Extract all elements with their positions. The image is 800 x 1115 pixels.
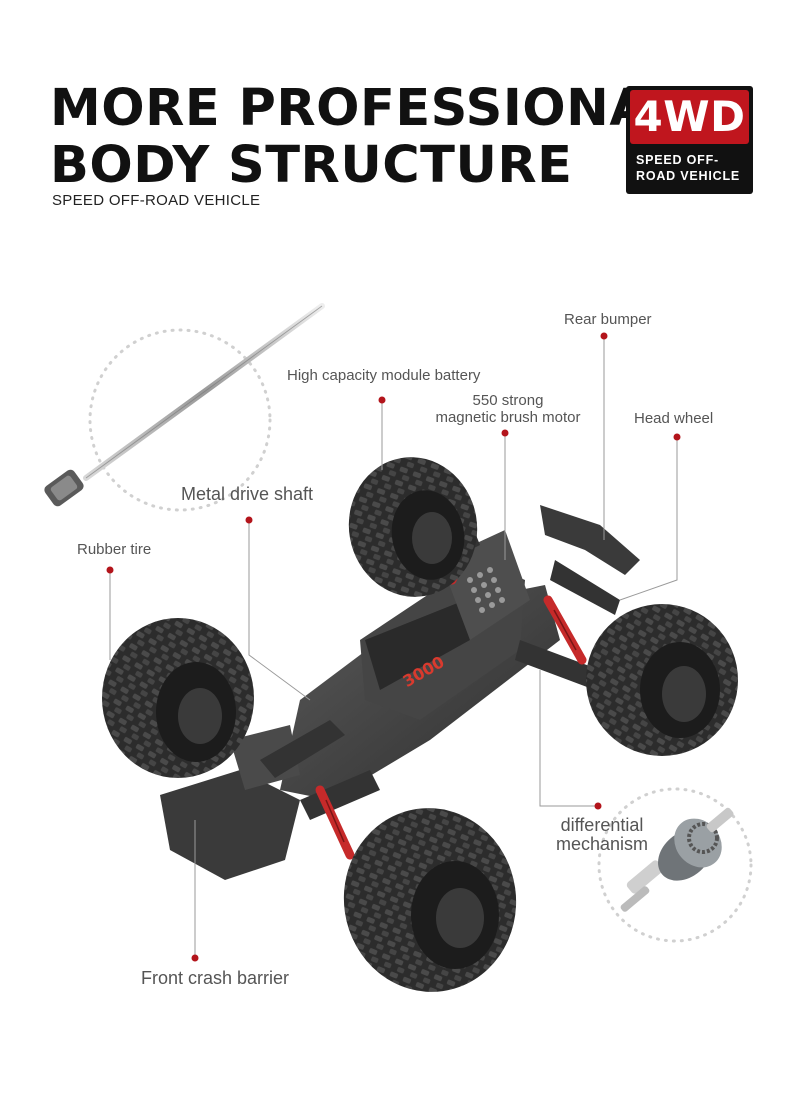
callout-head-wheel: Head wheel xyxy=(634,410,714,427)
callout-drive-shaft: Metal drive shaft xyxy=(181,484,314,504)
differential-highlight-circle xyxy=(597,787,753,943)
marker-differential xyxy=(594,802,602,810)
callout-battery: High capacity module battery xyxy=(287,367,481,384)
badge-sub-line-1: SPEED OFF- xyxy=(636,153,720,167)
callout-leader-lines xyxy=(109,336,678,958)
badge-subtitle: SPEED OFF- ROAD VEHICLE xyxy=(636,152,752,184)
differential-part xyxy=(620,807,734,912)
page-subtitle: SPEED OFF-ROAD VEHICLE xyxy=(52,192,261,209)
tire-front-right xyxy=(343,808,517,992)
4wd-badge: 4WD SPEED OFF- ROAD VEHICLE xyxy=(626,86,753,194)
truck-body: 3000 xyxy=(160,505,640,880)
tire-front-left xyxy=(102,618,254,778)
callout-motor: 550 strong magnetic brush motor xyxy=(425,392,591,426)
callout-motor-line-1: 550 strong xyxy=(472,392,544,409)
marker-head-wheel xyxy=(673,433,681,441)
callout-differential-line-1: differential xyxy=(560,815,644,835)
marker-rear-bumper xyxy=(600,332,608,340)
badge-main: 4WD xyxy=(630,90,749,144)
marker-motor xyxy=(501,429,509,437)
title-line-1: MORE PROFESSIONAL xyxy=(50,79,683,138)
marker-front-barrier xyxy=(191,954,199,962)
marker-drive-shaft xyxy=(245,516,253,524)
tire-rear-left xyxy=(348,457,478,597)
marker-battery xyxy=(378,396,386,404)
shaft-highlight-circle xyxy=(88,328,272,512)
callout-differential-line-2: mechanism xyxy=(555,834,649,854)
callout-differential: differential mechanism xyxy=(550,816,654,854)
drive-shaft-part xyxy=(44,303,325,507)
callout-rubber-tire: Rubber tire xyxy=(77,541,152,558)
callout-motor-line-2: magnetic brush motor xyxy=(435,409,581,426)
page-title: MORE PROFESSIONAL BODY STRUCTURE xyxy=(50,80,682,194)
marker-rubber-tire xyxy=(106,566,114,574)
callout-rear-bumper: Rear bumper xyxy=(564,311,652,328)
callout-front-barrier: Front crash barrier xyxy=(141,968,290,988)
title-line-2: BODY STRUCTURE xyxy=(50,136,573,195)
badge-sub-line-2: ROAD VEHICLE xyxy=(636,169,741,183)
tire-rear-right xyxy=(586,604,738,756)
